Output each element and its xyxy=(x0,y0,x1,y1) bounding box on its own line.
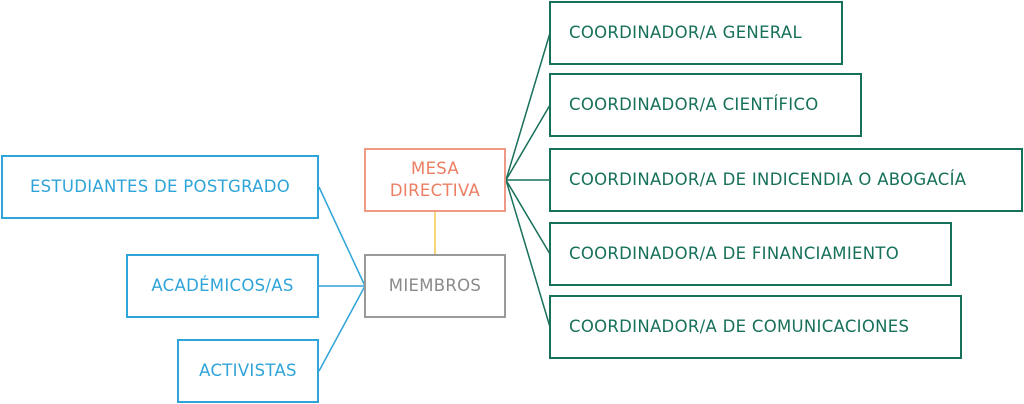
link-board-communications xyxy=(505,179,551,328)
coordinator-box-scientific: COORDINADOR/A CIENTÍFICO xyxy=(549,73,862,137)
coordinator-label: COORDINADOR/A DE COMUNICACIONES xyxy=(569,317,910,337)
board-box: MESA DIRECTIVA xyxy=(364,148,506,212)
coordinator-label: COORDINADOR/A GENERAL xyxy=(569,23,802,43)
coordinator-label: COORDINADOR/A DE INDICENDIA O ABOGACÍA xyxy=(569,170,967,190)
members-box: MIEMBROS xyxy=(364,254,506,318)
participant-box-students: ESTUDIANTES DE POSTGRADO xyxy=(1,155,319,219)
board-label-line2: DIRECTIVA xyxy=(389,181,481,200)
participant-label: ACADÉMICOS/AS xyxy=(151,276,294,296)
participant-box-academics: ACADÉMICOS/AS xyxy=(126,254,319,318)
coordinator-box-communications: COORDINADOR/A DE COMUNICACIONES xyxy=(549,295,962,359)
coordinator-box-advocacy: COORDINADOR/A DE INDICENDIA O ABOGACÍA xyxy=(549,148,1023,212)
members-label: MIEMBROS xyxy=(388,276,482,296)
participant-label: ESTUDIANTES DE POSTGRADO xyxy=(29,177,291,197)
participant-label: ACTIVISTAS xyxy=(199,361,297,381)
link-board-scientific xyxy=(505,104,551,181)
board-label-line1: MESA xyxy=(411,158,459,178)
participant-box-activists: ACTIVISTAS xyxy=(177,339,319,403)
link-board-general xyxy=(505,32,551,181)
link-students-members xyxy=(318,186,366,287)
coordinator-box-general: COORDINADOR/A GENERAL xyxy=(549,1,843,65)
coordinator-box-funding: COORDINADOR/A DE FINANCIAMIENTO xyxy=(549,222,952,286)
link-board-funding xyxy=(505,179,551,255)
coordinator-label: COORDINADOR/A DE FINANCIAMIENTO xyxy=(569,244,900,264)
link-activists-members xyxy=(318,285,366,372)
coordinator-label: COORDINADOR/A CIENTÍFICO xyxy=(569,95,819,115)
